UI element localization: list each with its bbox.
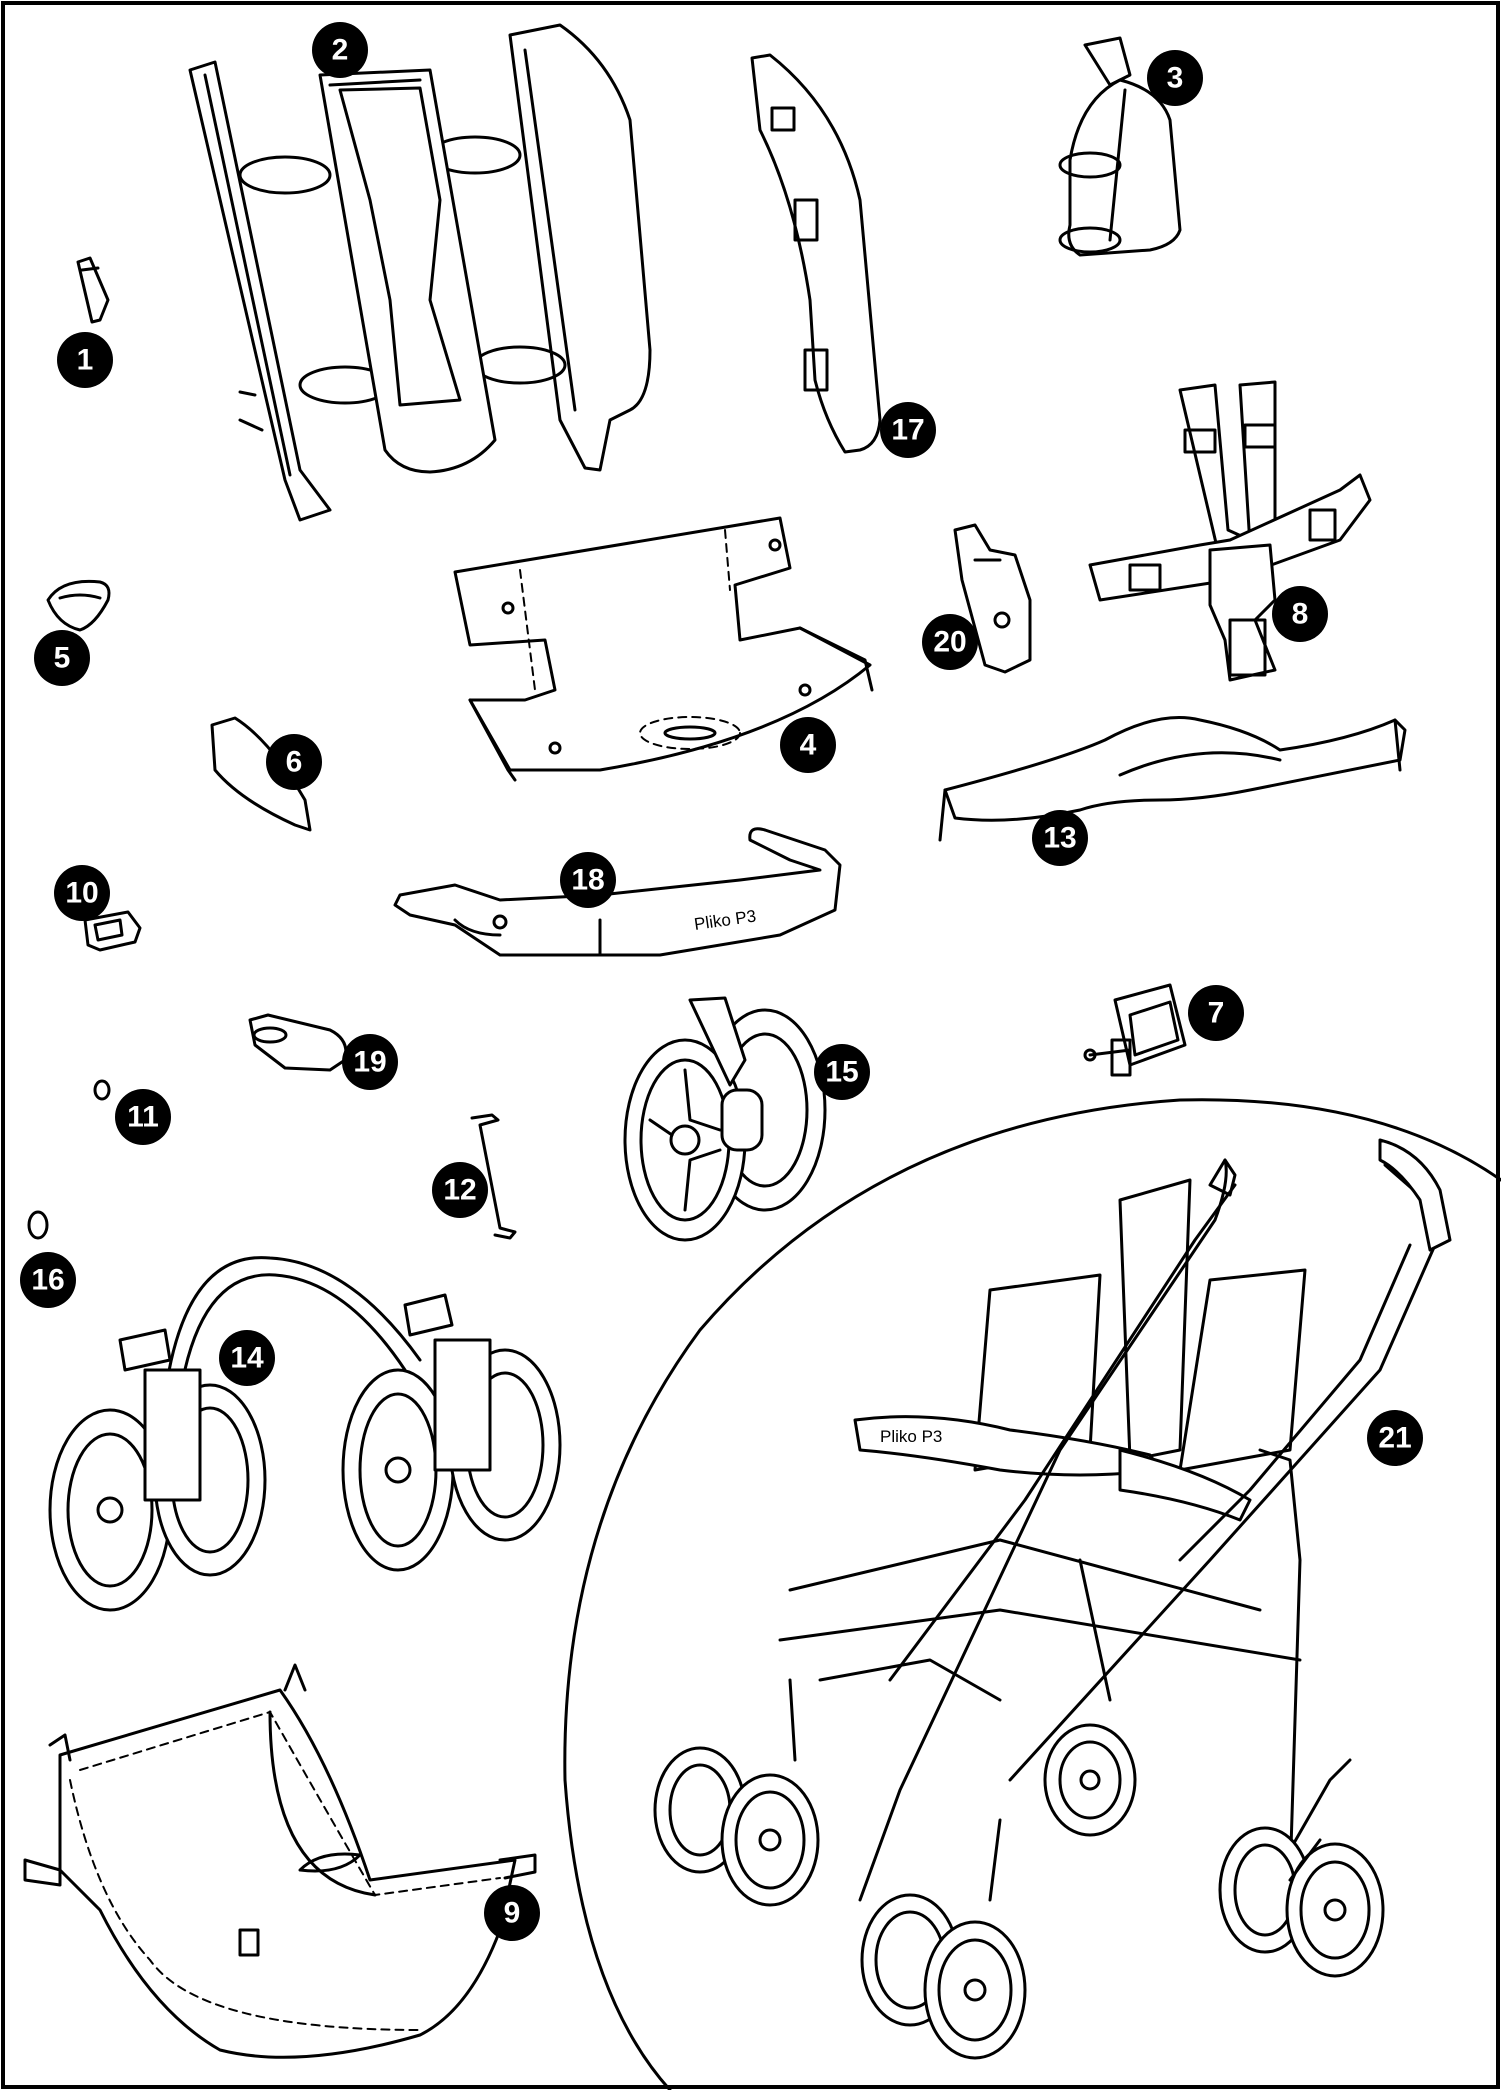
part-1-latch	[76, 256, 110, 324]
svg-text:13: 13	[1043, 822, 1076, 855]
callout-11: 11	[115, 1089, 171, 1145]
callout-19: 19	[342, 1034, 398, 1090]
callout-1: 1	[57, 332, 113, 388]
part-7-brake	[1083, 983, 1187, 1077]
callout-4: 4	[780, 717, 836, 773]
svg-text:15: 15	[825, 1056, 858, 1089]
part-4-seat-base	[453, 516, 874, 782]
part-21-assembled-stroller: Pliko P3	[563, 1098, 1501, 2090]
part-14-front-wheels	[48, 1256, 562, 1612]
part-11-ring	[93, 1079, 111, 1101]
svg-text:16: 16	[31, 1264, 64, 1297]
callout-17: 17	[880, 402, 936, 458]
callout-2: 2	[312, 22, 368, 78]
callout-14: 14	[219, 1330, 275, 1386]
svg-text:19: 19	[353, 1046, 386, 1079]
svg-text:2: 2	[332, 34, 349, 67]
callout-21: 21	[1367, 1410, 1423, 1466]
part-8-harness	[1088, 380, 1372, 682]
svg-text:12: 12	[443, 1174, 476, 1207]
stroller-tray-brand: Pliko P3	[880, 1427, 942, 1446]
callout-16: 16	[20, 1252, 76, 1308]
part-9-basket	[23, 1663, 537, 2059]
callout-10: 10	[54, 865, 110, 921]
part-15-rear-wheel	[623, 996, 827, 1242]
svg-text:18: 18	[571, 864, 604, 897]
part-19-end-cap	[248, 1013, 348, 1072]
callout-12: 12	[432, 1162, 488, 1218]
part-12-hex-key	[470, 1113, 517, 1240]
svg-text:10: 10	[65, 877, 98, 910]
callout-3: 3	[1147, 50, 1203, 106]
svg-text:1: 1	[77, 344, 94, 377]
part-20-latch	[953, 523, 1032, 674]
part-17-armrest	[750, 53, 882, 454]
part-18-bumper-bar: Pliko P3	[393, 827, 842, 957]
callout-6: 6	[266, 734, 322, 790]
part-16-ring	[27, 1210, 49, 1240]
part-3-cup-holder	[1058, 36, 1182, 257]
callout-20: 20	[922, 614, 978, 670]
callout-5: 5	[34, 630, 90, 686]
callout-18: 18	[560, 852, 616, 908]
svg-text:17: 17	[891, 414, 924, 447]
svg-text:9: 9	[504, 1897, 521, 1930]
part-5-cap	[46, 579, 111, 632]
part-13-padded-bar	[938, 716, 1407, 842]
part-6-cover	[210, 716, 312, 832]
svg-text:3: 3	[1167, 62, 1184, 95]
part-10-clip	[83, 910, 142, 952]
svg-text:21: 21	[1378, 1422, 1411, 1455]
svg-text:8: 8	[1292, 598, 1309, 631]
svg-text:5: 5	[54, 642, 71, 675]
callout-9: 9	[484, 1885, 540, 1941]
part-2-seat-frame	[188, 23, 652, 522]
svg-text:7: 7	[1208, 997, 1225, 1030]
svg-text:6: 6	[286, 746, 303, 779]
callout-15: 15	[814, 1044, 870, 1100]
callout-13: 13	[1032, 810, 1088, 866]
svg-text:14: 14	[230, 1342, 264, 1375]
callout-7: 7	[1188, 985, 1244, 1041]
svg-text:11: 11	[127, 1101, 159, 1134]
svg-text:20: 20	[933, 626, 966, 659]
callout-8: 8	[1272, 586, 1328, 642]
svg-text:4: 4	[800, 729, 817, 762]
